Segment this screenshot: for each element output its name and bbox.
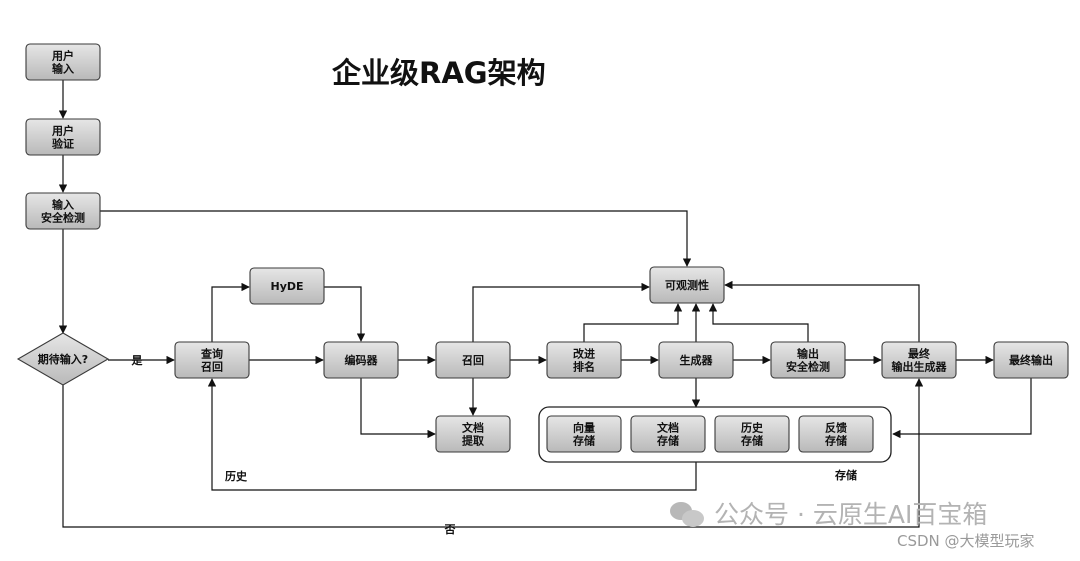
diagram-title: 企业级RAG架构 — [332, 56, 546, 90]
node-label: 召回 — [201, 360, 223, 374]
edge-encoder-to-extract — [360, 378, 436, 439]
node-label: 存储 — [825, 434, 847, 448]
node-expected-input: 期待输入? — [16, 332, 110, 386]
node-label: 输出 — [797, 347, 819, 361]
node-label: 改进 — [573, 347, 595, 361]
csdn-watermark: CSDN @大模型玩家 — [897, 532, 1035, 550]
node-label: 期待输入? — [38, 352, 88, 366]
node-label: 用户 — [52, 49, 74, 63]
node-encoder: 编码器 — [323, 341, 399, 379]
node-label: 输入 — [52, 62, 74, 76]
node-label: 历史 — [741, 421, 764, 435]
storage-container — [538, 406, 892, 463]
nodes: 用户输入用户验证输入安全检测查询召回HyDE编码器召回文档提取改进排名生成器输出… — [16, 43, 1069, 453]
edge-security-to-observ — [100, 210, 692, 267]
node-label: 文档 — [462, 421, 484, 435]
node-label: 排名 — [573, 360, 595, 374]
node-label: 输入 — [52, 198, 74, 212]
node-generator: 生成器 — [658, 341, 734, 379]
edges — [58, 80, 1032, 528]
edge-recall-to-observ — [472, 282, 650, 342]
storage-container-border — [538, 406, 892, 463]
edge-decision-no — [62, 378, 924, 528]
node-label: HyDE — [270, 280, 303, 293]
watermark-text: 公众号 · 云原生AI百宝箱 — [714, 500, 988, 529]
watermark: 公众号 · 云原生AI百宝箱 — [668, 495, 987, 531]
label-no: 否 — [444, 523, 456, 536]
node-label: 提取 — [462, 434, 484, 448]
node-label: 存储 — [741, 434, 763, 448]
edge-outsec-to-observ — [708, 303, 809, 342]
node-label: 编码器 — [345, 353, 379, 367]
node-label: 反馈 — [825, 421, 847, 435]
node-hyde: HyDE — [249, 267, 325, 305]
node-final-output: 最终输出 — [993, 341, 1069, 379]
node-label: 最终 — [908, 347, 931, 361]
node-label: 验证 — [52, 137, 74, 151]
node-label: 安全检测 — [786, 360, 830, 374]
node-label: 生成器 — [680, 353, 714, 367]
wechat-icon — [668, 498, 706, 528]
node-label: 用户 — [52, 124, 74, 138]
node-label: 输出生成器 — [892, 360, 948, 374]
node-label: 查询 — [201, 347, 223, 361]
edge-rerank-to-observ — [583, 303, 683, 342]
edge-output-to-storage — [892, 378, 1032, 439]
node-observability: 可观测性 — [649, 266, 725, 304]
label-history: 历史 — [225, 469, 248, 483]
node-label: 向量 — [573, 421, 595, 435]
edge-labels: 是否历史存储 — [131, 354, 858, 536]
node-recall: 召回 — [435, 341, 511, 379]
node-label: 存储 — [657, 434, 679, 448]
node-label: 最终输出 — [1009, 353, 1053, 367]
edge-hyde-to-encoder — [324, 286, 366, 342]
node-label: 文档 — [657, 421, 679, 435]
label-yes: 是 — [131, 354, 144, 367]
edge-final-to-observ — [724, 280, 920, 342]
node-label: 可观测性 — [665, 278, 709, 292]
edge-storage-history-loop — [207, 378, 697, 491]
node-label: 安全检测 — [41, 211, 85, 225]
label-storage: 存储 — [835, 468, 857, 482]
node-label: 召回 — [462, 353, 484, 367]
node-label: 存储 — [573, 434, 595, 448]
edge-query-to-hyde — [211, 282, 250, 342]
